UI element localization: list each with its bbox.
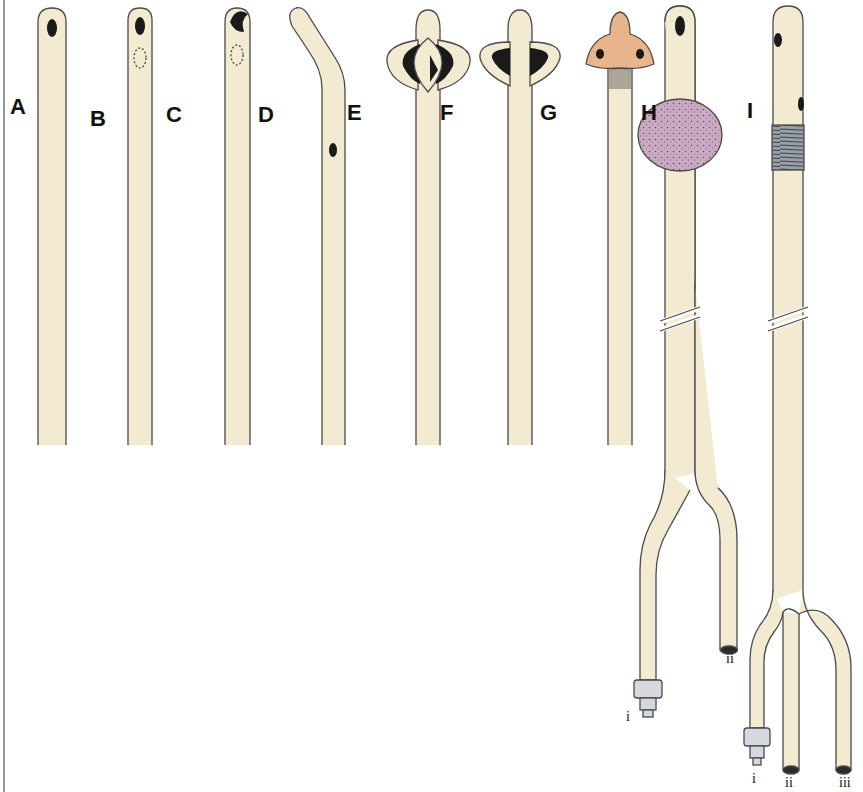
figure-letter: A bbox=[10, 96, 26, 118]
port-numeral: i bbox=[626, 710, 630, 724]
figure-letter: F bbox=[440, 102, 453, 124]
port-numeral: i bbox=[752, 772, 756, 786]
port-numeral: ii bbox=[785, 776, 793, 790]
figure-letter: D bbox=[258, 104, 274, 126]
port-numeral: ii bbox=[726, 652, 734, 666]
figure-letter: H bbox=[641, 102, 657, 124]
figure-letter: E bbox=[347, 102, 362, 124]
figure-letter: C bbox=[166, 104, 182, 126]
port-numeral: iii bbox=[839, 776, 851, 790]
figure-letter: I bbox=[747, 100, 753, 122]
figure-letter: B bbox=[90, 108, 106, 130]
figure-letter: G bbox=[540, 102, 557, 124]
